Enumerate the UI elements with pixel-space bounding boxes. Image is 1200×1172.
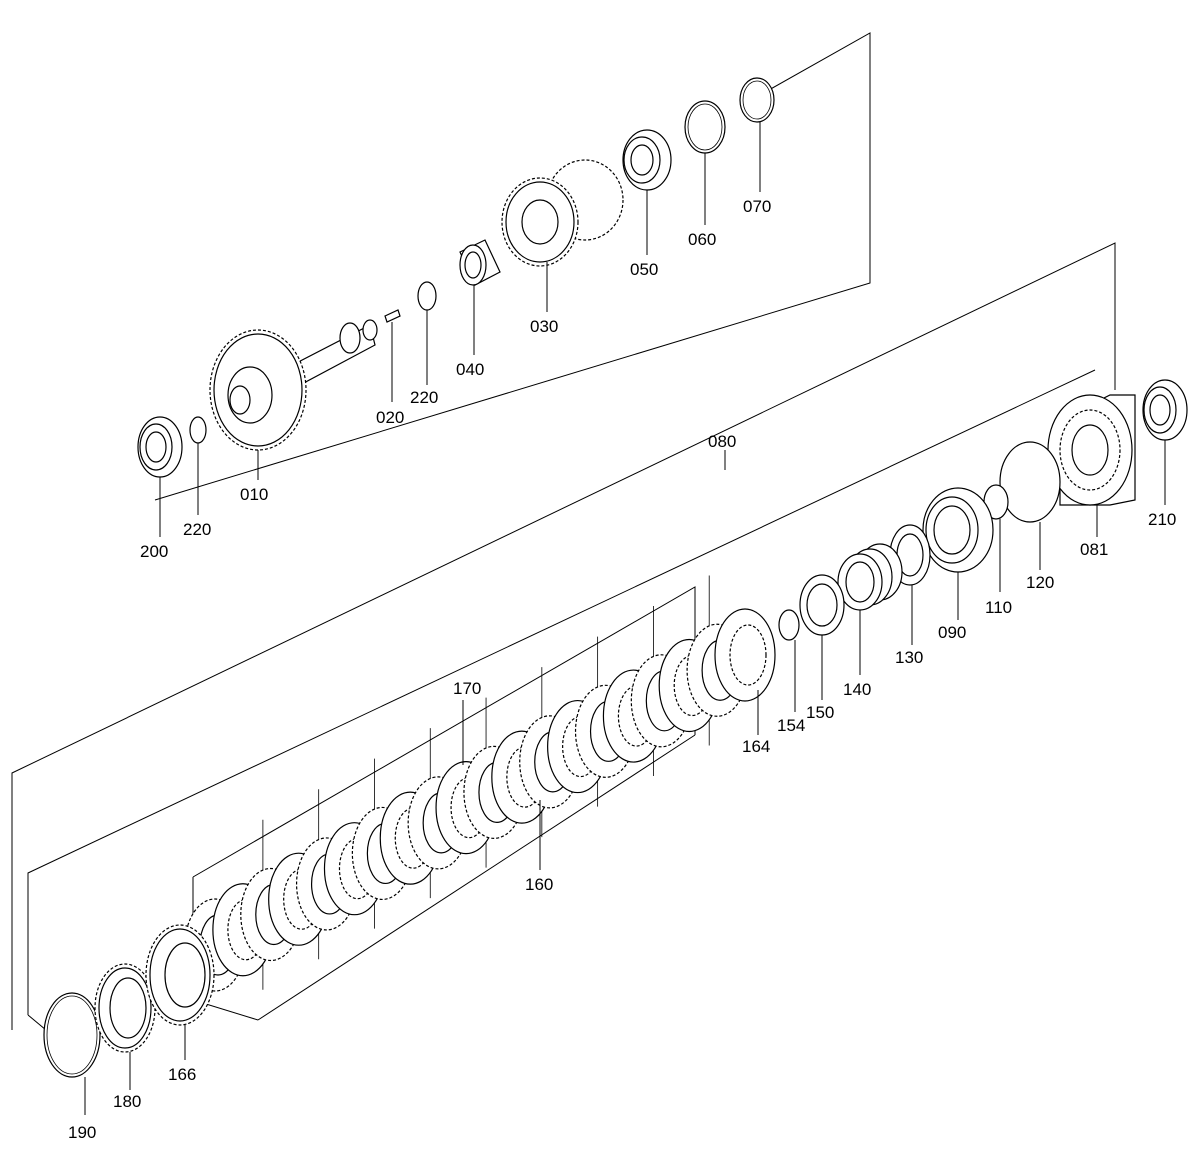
part-030-gear	[501, 159, 624, 312]
label-220-left: 220	[183, 520, 211, 539]
disc-pack	[184, 575, 776, 992]
disc-inner	[729, 624, 767, 686]
label-210: 210	[1148, 510, 1176, 529]
part-040-needle-bearing	[459, 239, 501, 355]
part-010-shaft	[209, 319, 378, 480]
part-090-piston	[922, 487, 994, 620]
label-050: 050	[630, 260, 658, 279]
part-140-spring	[837, 543, 903, 675]
label-090: 090	[938, 623, 966, 642]
label-220-right: 220	[410, 388, 438, 407]
part-210-bearing	[1142, 379, 1188, 505]
part-220-snap-ring	[417, 281, 437, 385]
label-160: 160	[525, 875, 553, 894]
steel-disc	[714, 608, 776, 702]
label-200: 200	[140, 542, 168, 561]
part-110-seal-ring	[983, 484, 1009, 592]
part-150-disc	[799, 574, 845, 700]
label-110: 110	[985, 598, 1012, 617]
label-150: 150	[806, 703, 834, 722]
label-040: 040	[456, 360, 484, 379]
part-060-circlip	[684, 100, 726, 225]
part-labels: 200 220 010 020 220 040 030 050 060 070 …	[68, 197, 1176, 1142]
leader-lines	[462, 450, 759, 870]
label-154: 154	[777, 716, 805, 735]
part-070-circlip	[739, 77, 775, 192]
label-130: 130	[895, 648, 923, 667]
part-166-friction-disc	[145, 924, 215, 1060]
part-120-seal-ring	[999, 441, 1061, 570]
label-020: 020	[376, 408, 404, 427]
label-190: 190	[68, 1123, 96, 1142]
label-070: 070	[743, 197, 771, 216]
part-050-bearing	[622, 129, 672, 255]
label-080: 080	[708, 432, 736, 451]
label-166: 166	[168, 1065, 196, 1084]
label-010: 010	[240, 485, 268, 504]
part-190-snap-ring	[43, 992, 101, 1115]
part-154-snap-ring	[778, 609, 800, 712]
part-020-pin	[384, 309, 401, 402]
label-120: 120	[1026, 573, 1054, 592]
label-180: 180	[113, 1092, 141, 1111]
part-081-clutch-drum	[1047, 394, 1136, 537]
label-081: 081	[1080, 540, 1108, 559]
label-140: 140	[843, 680, 871, 699]
label-060: 060	[688, 230, 716, 249]
label-170: 170	[453, 679, 481, 698]
part-180-end-plate	[94, 963, 156, 1090]
label-030: 030	[530, 317, 558, 336]
label-164: 164	[742, 737, 770, 756]
part-220-ring	[189, 416, 207, 515]
part-200-bearing	[137, 416, 183, 537]
frame-lines	[11, 32, 1116, 1051]
